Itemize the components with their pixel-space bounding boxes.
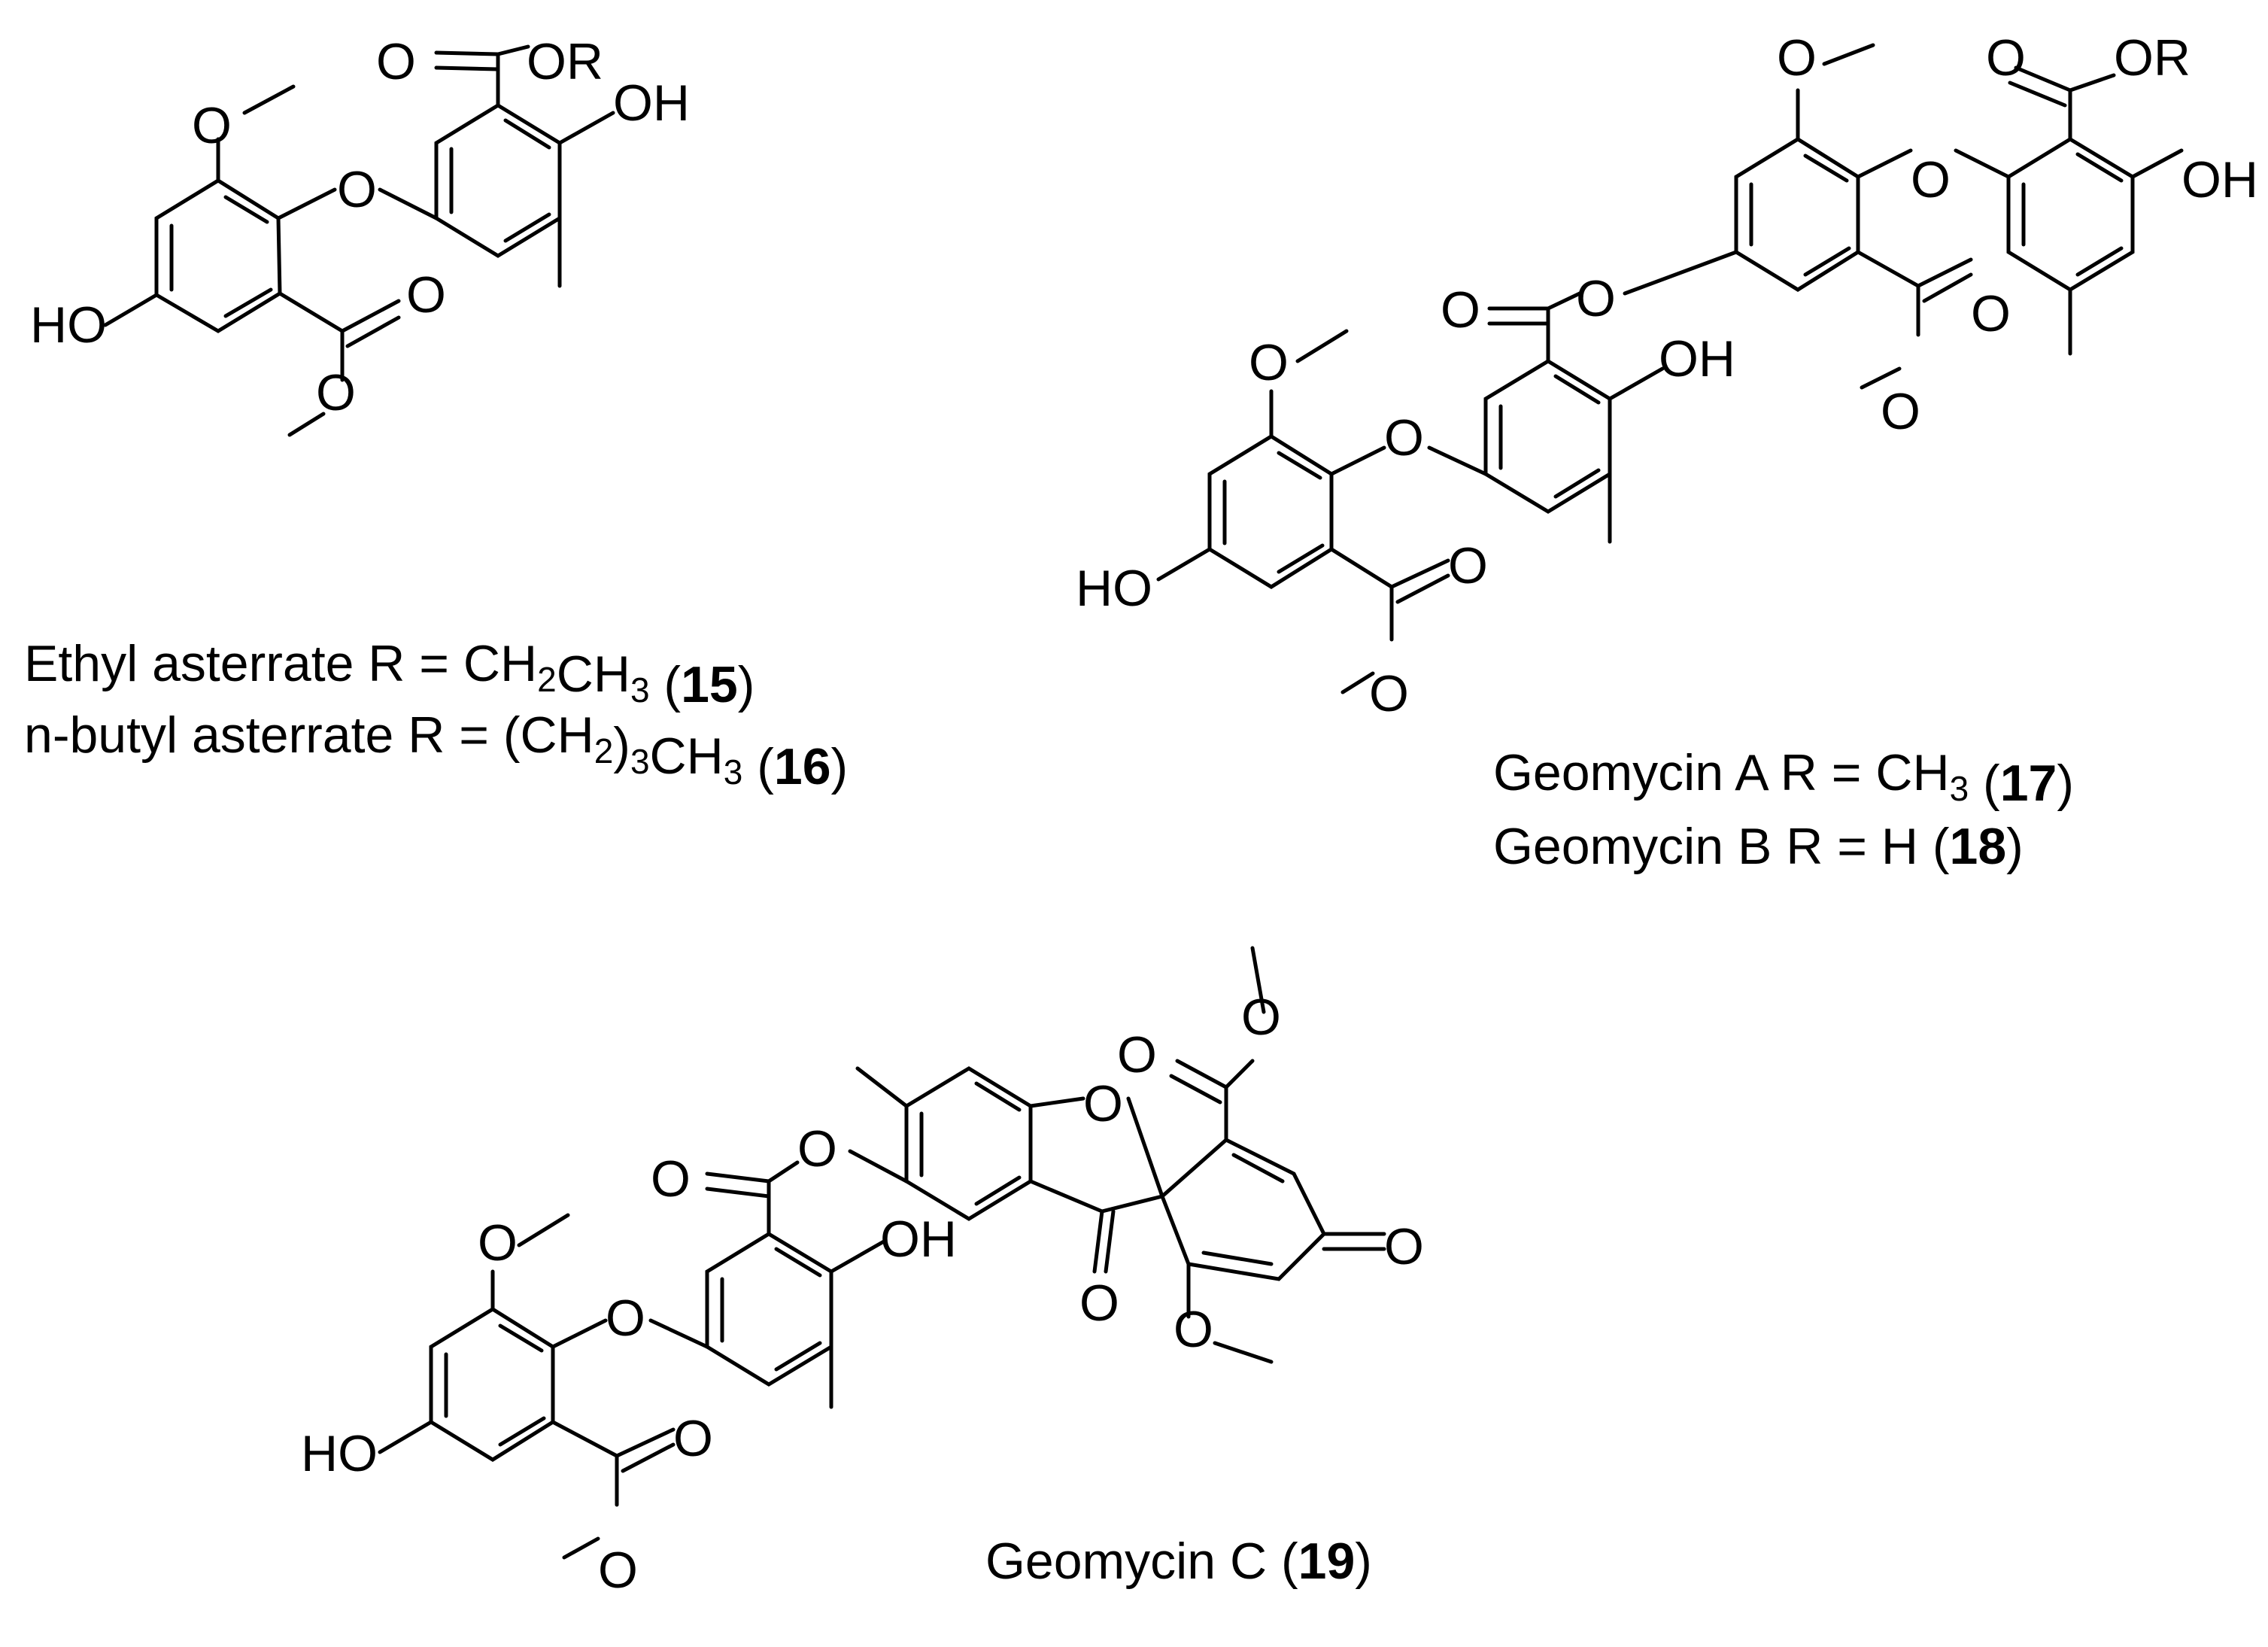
- subscript: 2: [537, 660, 557, 699]
- subscript: 3: [630, 670, 650, 710]
- caption-text: ): [738, 656, 755, 713]
- compound-number: 18: [1950, 818, 2007, 875]
- atom-ho: HO: [301, 1425, 378, 1482]
- atom-o: O: [651, 1150, 691, 1208]
- caption-text: ): [2057, 755, 2074, 812]
- atom-o: O: [1448, 537, 1488, 594]
- caption-text: CH: [650, 728, 724, 785]
- caption-text: Ethyl asterrate R = CH: [24, 635, 537, 692]
- atom-or: OR: [2114, 29, 2191, 87]
- caption-text: (: [650, 656, 682, 713]
- atom-o: O: [376, 33, 416, 90]
- compound-number: 16: [774, 738, 831, 795]
- atom-o: O: [406, 266, 446, 324]
- caption-text: ): [2006, 818, 2024, 875]
- atom-o: O: [1986, 29, 2026, 87]
- caption-line: Geomycin A R = CH3 (17): [1493, 744, 2074, 812]
- atom-o: O: [1911, 151, 1951, 208]
- atom-o: O: [1576, 270, 1616, 327]
- atom-o: O: [1117, 1026, 1157, 1083]
- atom-oh: OH: [1659, 330, 1735, 387]
- atom-o: O: [1241, 989, 1281, 1046]
- atom-o: O: [1384, 409, 1424, 466]
- atom-o: O: [1079, 1275, 1119, 1332]
- caption-text: (: [742, 738, 774, 795]
- atom-o: O: [797, 1120, 837, 1178]
- caption-text: ): [1355, 1533, 1372, 1590]
- atom-o: O: [337, 161, 377, 218]
- atom-o: O: [316, 364, 356, 421]
- structure-asterrate: O HO O O O O OR OH: [30, 33, 690, 437]
- atom-o: O: [1384, 1218, 1424, 1275]
- atom-o: O: [478, 1214, 518, 1272]
- compound-number: 17: [2000, 755, 2057, 812]
- caption-line: Geomycin C (19): [985, 1533, 1372, 1590]
- atom-oh: OH: [613, 74, 690, 132]
- caption-text: Geomycin B R = H (: [1493, 818, 1950, 875]
- atom-o: O: [1777, 29, 1817, 87]
- atom-o: O: [1173, 1301, 1213, 1358]
- caption-geomycin-c: Geomycin C (19): [985, 1533, 1372, 1590]
- subscript: 3: [724, 752, 743, 792]
- atom-o: O: [1083, 1075, 1123, 1132]
- atom-o: O: [1971, 285, 2011, 342]
- caption-text: (: [1969, 755, 2000, 812]
- compound-number: 15: [681, 656, 738, 713]
- caption-text: Geomycin C (: [985, 1533, 1298, 1590]
- atom-o: O: [192, 97, 232, 154]
- caption-line: Geomycin B R = H (18): [1493, 818, 2024, 875]
- caption-text: Geomycin A R = CH: [1493, 744, 1950, 801]
- atom-o: O: [1369, 665, 1409, 722]
- atom-o: O: [1441, 281, 1480, 339]
- caption-text: ): [831, 738, 849, 795]
- atom-ho: HO: [1076, 560, 1152, 617]
- atom-o: O: [1881, 383, 1920, 440]
- atom-oh: OH: [880, 1211, 957, 1268]
- caption-line: n-butyl asterrate R = (CH2)3CH3 (16): [24, 707, 848, 795]
- structure-geomycin-c: O HO O O O O OH O O O O O O O: [301, 946, 1424, 1599]
- atom-oh: OH: [2181, 151, 2258, 208]
- atom-o: O: [673, 1410, 713, 1467]
- caption-text: n-butyl asterrate R = (CH: [24, 707, 594, 764]
- compound-number: 19: [1298, 1533, 1356, 1590]
- atom-o: O: [598, 1542, 638, 1599]
- atom-ho: HO: [30, 296, 107, 354]
- subscript: 2: [594, 731, 614, 770]
- atom-o: O: [606, 1290, 645, 1347]
- atom-or: OR: [527, 33, 603, 90]
- caption-text: ): [613, 717, 630, 774]
- structure-geomycin-ab: O O OR OH O O O O O O OH O HO O O: [1076, 29, 2258, 722]
- caption-line: Ethyl asterrate R = CH2CH3 (15): [24, 635, 754, 713]
- subscript: 3: [630, 742, 650, 781]
- subscript: 3: [1950, 769, 1969, 808]
- atom-o: O: [1249, 334, 1289, 391]
- caption-geomycins-ab: Geomycin A R = CH3 (17) Geomycin B R = H…: [1493, 744, 2074, 875]
- caption-text: CH: [557, 646, 630, 703]
- caption-asterrates: Ethyl asterrate R = CH2CH3 (15) n-butyl …: [24, 635, 848, 795]
